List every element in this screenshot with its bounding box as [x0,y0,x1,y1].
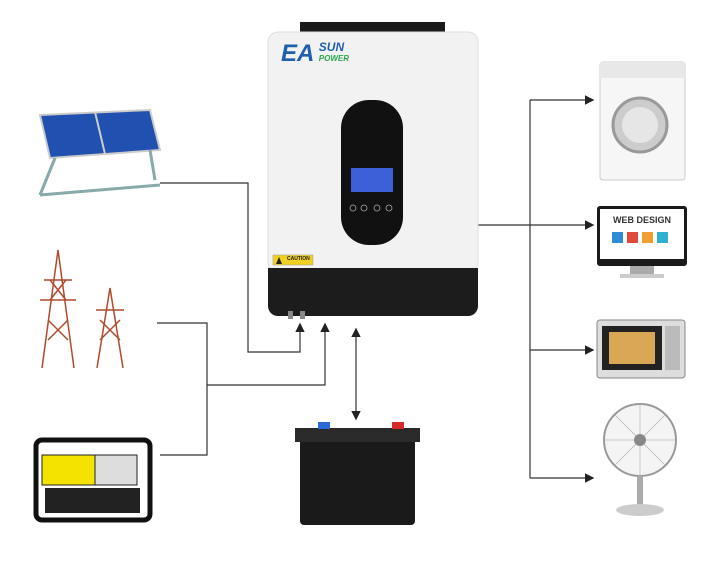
inverter [267,22,479,319]
power-tower-icon [40,249,124,369]
monitor-icon [597,206,687,278]
monitor-screen-text: WEB DESIGN [612,215,671,225]
solar-panel-icon [38,108,162,197]
brand-sun: SUN [318,40,345,54]
fan-icon [603,403,677,516]
connection-lines [157,95,595,483]
brand-logo: EA SUN POWER [281,40,349,68]
brand-ea: EA [281,40,315,67]
brand-power: POWER [318,54,350,63]
generator-icon [33,437,153,523]
caution-label: CAUTION [287,256,310,262]
solar-line [160,182,305,353]
grid-line [157,322,208,456]
microwave-icon [596,319,686,379]
battery-icon [295,422,420,525]
washing-machine-icon [599,61,686,181]
ac-input-line [207,322,330,386]
